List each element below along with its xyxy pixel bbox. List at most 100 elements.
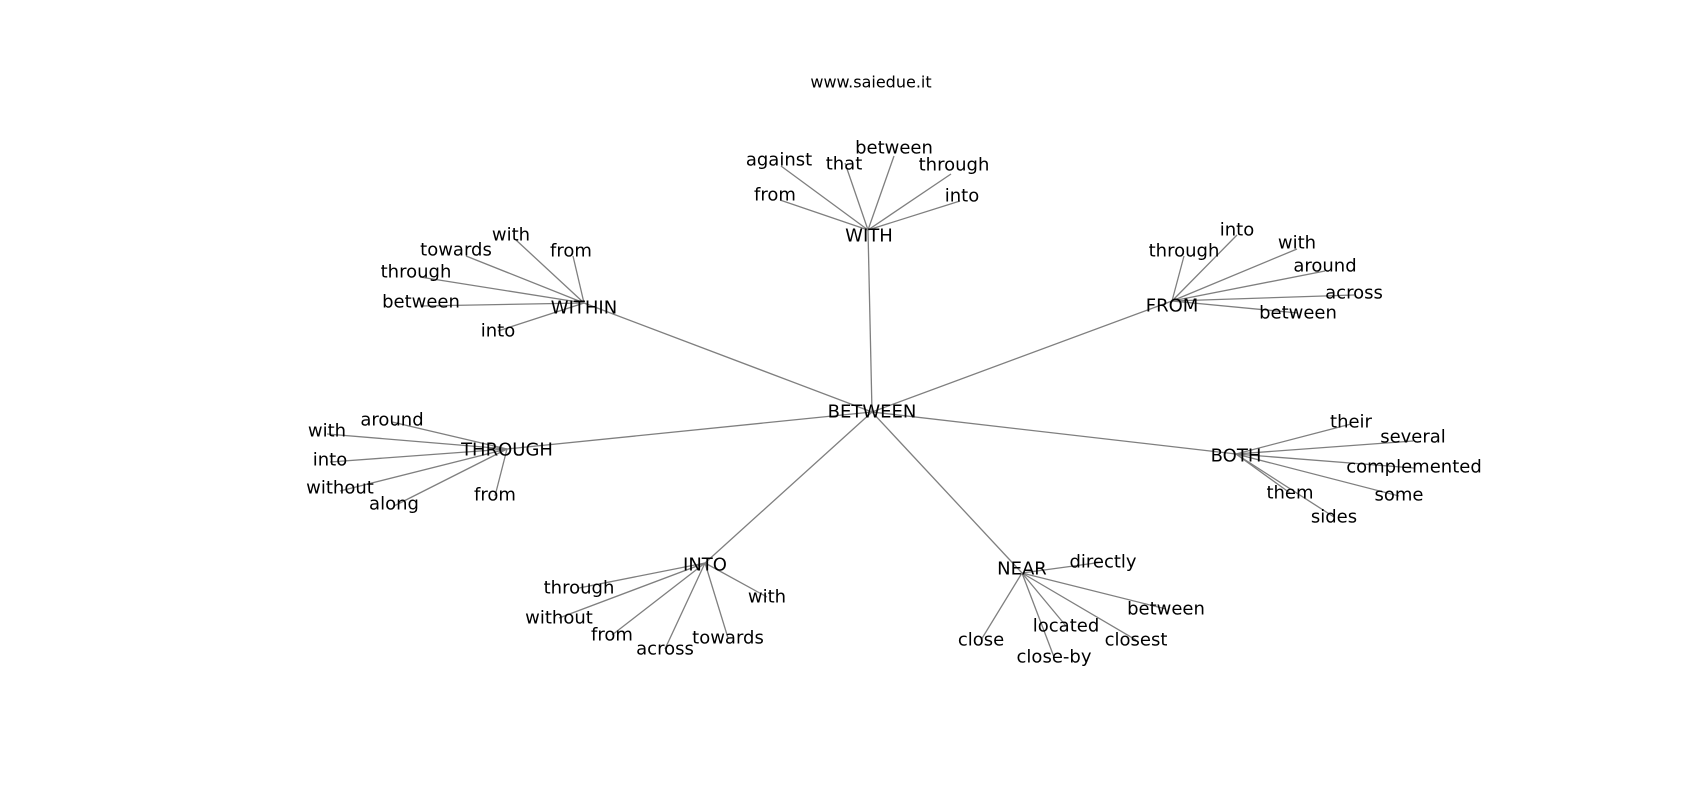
edge-through-from: [494, 448, 508, 497]
leaf-node-into-towards: towards: [692, 628, 764, 649]
leaf-node-from-with: with: [1278, 233, 1316, 254]
leaf-node-near-directly: directly: [1069, 552, 1136, 573]
edge-root-with: [867, 229, 873, 413]
leaf-node-from-into: into: [1220, 220, 1254, 241]
edge-from-into: [1171, 234, 1238, 302]
edge-from-around: [1171, 270, 1326, 302]
edge-from-through: [1171, 255, 1185, 302]
edge-through-into: [329, 448, 508, 463]
leaf-node-near-between: between: [1127, 599, 1205, 620]
edge-into-through: [578, 562, 706, 589]
graph-edges: [326, 155, 1415, 658]
edge-both-some: [1235, 453, 1400, 497]
leaf-node-near-close: close: [958, 630, 1004, 651]
hub-node-with: WITH: [845, 226, 893, 247]
leaf-node-near-closest: closest: [1105, 630, 1168, 651]
edge-within-through: [419, 276, 585, 304]
edge-root-from: [871, 300, 1173, 413]
edge-into-without: [558, 562, 706, 619]
edge-with-from: [779, 199, 869, 231]
edge-near-close-by: [1021, 572, 1055, 658]
edge-root-both: [871, 411, 1237, 455]
leaf-node-within-from: from: [550, 241, 592, 262]
edge-root-through: [506, 411, 873, 450]
edge-root-near: [871, 411, 1023, 574]
edge-from-across: [1171, 294, 1355, 302]
edge-with-that: [844, 162, 869, 231]
leaf-node-from-around: around: [1293, 256, 1356, 277]
leaf-node-within-through: through: [381, 262, 452, 283]
leaf-node-with-against: against: [746, 150, 812, 171]
root-node: BETWEEN: [828, 402, 917, 423]
edge-near-closest: [1021, 572, 1137, 641]
leaf-node-with-from: from: [754, 185, 796, 206]
leaf-node-through-into: into: [313, 450, 347, 471]
edge-with-between: [867, 155, 895, 231]
watermark: www.saiedue.it: [810, 73, 931, 92]
edge-within-into: [497, 302, 585, 332]
edge-within-from: [572, 255, 585, 304]
leaf-node-into-across: across: [636, 639, 694, 660]
leaf-node-within-between: between: [382, 292, 460, 313]
edge-from-with: [1171, 248, 1298, 302]
edge-into-from: [611, 562, 706, 636]
hub-node-into: INTO: [683, 555, 727, 576]
edge-through-with: [326, 433, 508, 450]
leaf-node-near-located: located: [1033, 616, 1100, 637]
leaf-node-through-around: around: [360, 410, 423, 431]
edge-with-against: [780, 165, 869, 231]
edge-into-towards: [704, 562, 729, 639]
leaf-node-into-through: through: [544, 578, 615, 599]
edge-within-with: [515, 239, 585, 304]
leaf-node-both-some: some: [1375, 485, 1424, 506]
edge-into-with: [704, 562, 768, 598]
edge-near-close: [980, 572, 1023, 641]
edge-both-several: [1235, 440, 1414, 455]
hub-node-near: NEAR: [997, 559, 1047, 580]
leaf-node-through-from: from: [474, 485, 516, 506]
edge-both-their: [1235, 423, 1352, 455]
leaf-node-both-them: them: [1266, 483, 1313, 504]
leaf-node-with-through: through: [919, 155, 990, 176]
leaf-node-through-without: without: [306, 478, 374, 499]
leaf-node-both-several: several: [1380, 427, 1446, 448]
leaf-node-from-across: across: [1325, 283, 1383, 304]
leaf-node-within-with: with: [492, 225, 530, 246]
edge-within-towards: [465, 255, 585, 304]
leaf-node-both-sides: sides: [1311, 507, 1357, 528]
leaf-node-from-between: between: [1259, 303, 1337, 324]
leaf-node-within-towards: towards: [420, 240, 492, 261]
hub-node-from: FROM: [1146, 296, 1199, 317]
leaf-node-into-from: from: [591, 625, 633, 646]
leaf-node-through-along: along: [369, 494, 419, 515]
edge-near-located: [1021, 572, 1067, 627]
edge-through-without: [339, 448, 508, 492]
leaf-node-both-their: their: [1330, 412, 1373, 433]
leaf-node-into-without: without: [525, 608, 593, 629]
edge-from-between: [1171, 300, 1299, 314]
leaf-node-both-complemented: complemented: [1346, 457, 1482, 478]
edge-into-across: [664, 562, 706, 650]
edge-through-along: [393, 448, 508, 507]
edge-both-sides: [1235, 453, 1335, 518]
edge-with-through: [867, 173, 952, 231]
hub-node-within: WITHIN: [551, 298, 617, 319]
leaf-node-with-between: between: [855, 138, 933, 159]
edge-near-directly: [1021, 561, 1104, 574]
hub-node-through: THROUGH: [460, 440, 553, 461]
edge-root-into: [704, 411, 873, 564]
edge-within-between: [420, 302, 585, 307]
edge-near-between: [1021, 572, 1167, 610]
hub-node-both: BOTH: [1211, 446, 1262, 467]
edge-both-complemented: [1235, 453, 1415, 469]
edge-root-within: [583, 302, 873, 413]
leaf-node-into-with: with: [748, 587, 786, 608]
leaf-node-with-that: that: [826, 154, 863, 175]
edge-with-into: [867, 200, 961, 231]
edge-through-around: [391, 421, 508, 450]
leaf-node-near-close-by: close-by: [1017, 647, 1092, 668]
leaf-node-with-into: into: [945, 186, 979, 207]
leaf-node-within-into: into: [481, 321, 515, 342]
